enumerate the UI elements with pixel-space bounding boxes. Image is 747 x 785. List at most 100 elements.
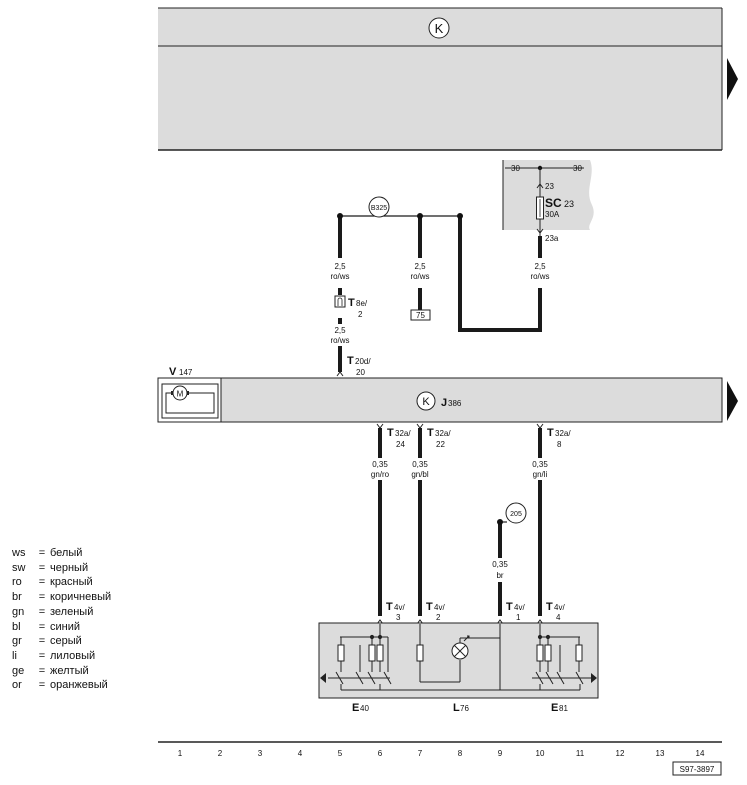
- legend-text: белый: [50, 547, 83, 559]
- connector-label-main: T: [426, 601, 433, 613]
- legend-eq: =: [38, 605, 46, 618]
- connector-pin: 8: [557, 440, 562, 449]
- wire-gauge: 0,35: [532, 460, 548, 469]
- connector-label-sub: 4v/: [514, 603, 525, 612]
- legend-eq: =: [38, 679, 46, 692]
- motor-symbol: M: [177, 390, 184, 399]
- upper-wires: [338, 215, 542, 372]
- top-panel: K: [158, 7, 738, 151]
- j386-label-sub: 386: [448, 399, 462, 408]
- connector-label-sub: 4v/: [554, 603, 565, 612]
- wire-color: gn/li: [533, 470, 548, 479]
- sc23-rating: 30A: [545, 210, 560, 219]
- connector-label-main: T: [386, 601, 393, 613]
- connector-label-main: T: [427, 427, 434, 439]
- legend-eq: =: [38, 591, 46, 604]
- continuation-arrow-top-icon: [727, 58, 738, 100]
- sc23-label-main: SC: [545, 196, 562, 210]
- grid-number: 1: [178, 749, 183, 758]
- wire-gauge: 2,5: [414, 262, 426, 271]
- legend-text: синий: [50, 620, 81, 633]
- grid-number: 6: [378, 749, 383, 758]
- control-unit-j386: V 147 M K J 386: [157, 366, 738, 423]
- switch-assembly-panel: [318, 622, 599, 699]
- grid-number: 2: [218, 749, 223, 758]
- connector-pin: 3: [396, 613, 401, 622]
- grid-number: 11: [576, 749, 585, 758]
- grid-number: 4: [298, 749, 303, 758]
- legend-row: bl=синий: [12, 620, 111, 635]
- grid-number: 12: [616, 749, 625, 758]
- connector-label-sub: 4v/: [394, 603, 405, 612]
- v147-label-main: V: [169, 366, 177, 378]
- wire-gauge: 0,35: [412, 460, 428, 469]
- legend-abbr: gr: [12, 635, 22, 648]
- wire-color: ro/ws: [530, 272, 549, 281]
- v147-label-sub: 147: [179, 368, 193, 377]
- connector-pin: 1: [516, 613, 521, 622]
- wire-gauge: 2,5: [334, 262, 346, 271]
- connector-pin: 2: [436, 613, 441, 622]
- legend-abbr: bl: [12, 620, 21, 633]
- legend-row: gr=серый: [12, 634, 111, 649]
- legend-row: li=лиловый: [12, 649, 111, 664]
- grid-number: 5: [338, 749, 343, 758]
- legend-text: красный: [50, 576, 93, 589]
- connector-pin: 2: [358, 310, 363, 319]
- legend-abbr: ro: [12, 576, 22, 589]
- diagram-code: S97-3897: [680, 765, 715, 774]
- connector-label-main: T: [546, 601, 553, 613]
- legend-abbr: ws: [12, 547, 26, 559]
- legend-eq: =: [38, 576, 46, 589]
- ground-label-205: 205: [510, 511, 522, 518]
- l76-label-main: L: [453, 702, 460, 714]
- ground-point-b325: [368, 196, 390, 218]
- lower-wires: [378, 428, 542, 616]
- switch-e40: [328, 624, 500, 691]
- wire-gauge: 0,35: [372, 460, 388, 469]
- t32a-connectors: T 32a/ 24 T 32a/ 22 T 32a/ 8: [376, 423, 571, 449]
- j386-label-main: J: [441, 397, 447, 409]
- connector-label-main: T: [547, 427, 554, 439]
- grid-number: 8: [458, 749, 463, 758]
- e40-label-main: E: [352, 702, 359, 714]
- legend-abbr: ge: [12, 664, 25, 677]
- grid-number: 7: [418, 749, 423, 758]
- connector-pin: 24: [396, 440, 405, 449]
- ground-label-b325: B325: [371, 205, 387, 212]
- legend-row: or=оранжевый: [12, 678, 111, 693]
- connector-label-main: T: [347, 355, 354, 367]
- grid-number: 10: [536, 749, 545, 758]
- legend-text: зеленый: [50, 605, 94, 618]
- connector-label-sub: 32a/: [435, 429, 451, 438]
- e81-label-sub: 81: [559, 704, 568, 713]
- connector-label-main: T: [506, 601, 513, 613]
- connector-pin: 22: [436, 440, 445, 449]
- legend-abbr: or: [12, 679, 22, 692]
- grid-number: 13: [656, 749, 665, 758]
- legend-row: gn = зеленый: [12, 605, 111, 620]
- connector-pin: 20: [356, 368, 365, 377]
- wire-color: br: [496, 571, 503, 580]
- t4v-connectors: T 4v/ 3 T 4v/ 2 T 4v/ 1 T 4v/ 4: [376, 601, 565, 625]
- legend-row: br=коричневый: [12, 590, 111, 605]
- legend-text: серый: [50, 635, 82, 648]
- l76-label-sub: 76: [460, 704, 469, 713]
- legend-text: черный: [50, 561, 89, 574]
- legend-abbr: gn: [12, 605, 25, 618]
- connector-label-main: T: [348, 297, 355, 309]
- wire-gauge: 2,5: [334, 326, 346, 335]
- connector-pin: 4: [556, 613, 561, 622]
- connector-label-main: T: [387, 427, 394, 439]
- e81-label-main: E: [551, 702, 558, 714]
- fuse-panel: 30 30 23 SC 23 30A 23a: [502, 160, 594, 243]
- legend-eq: =: [38, 547, 46, 559]
- wire-gauge: 2,5: [534, 262, 546, 271]
- connector-label-sub: 8e/: [356, 299, 368, 308]
- legend-eq: =: [38, 561, 46, 574]
- legend-row: ge=желтый: [12, 664, 111, 679]
- legend-text: желтый: [50, 664, 89, 677]
